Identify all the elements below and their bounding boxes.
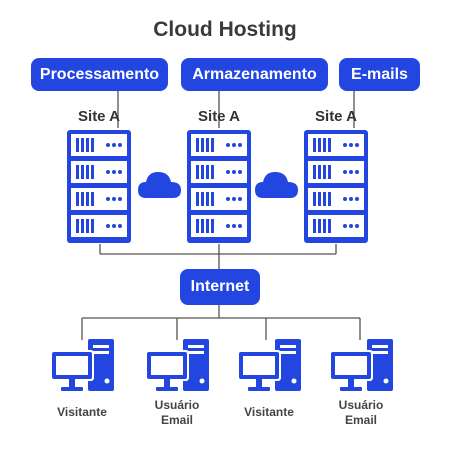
client-label-line1: Usuário <box>154 398 200 412</box>
client-label: Visitante <box>42 405 122 420</box>
connector-lines <box>81 91 361 340</box>
cloud-icon <box>255 172 298 198</box>
client-label: Usuário Email <box>137 398 217 428</box>
service-emails: E-mails <box>339 58 420 91</box>
desktop-computer-icon <box>50 339 114 391</box>
desktop-computer-icon <box>145 339 209 391</box>
client-label: Usuário Email <box>321 398 401 428</box>
client-label-line1: Visitante <box>57 405 107 419</box>
service-processamento: Processamento <box>31 58 168 91</box>
server-icon <box>67 130 131 243</box>
client-label-line2: Email <box>344 413 377 427</box>
server-icon <box>187 130 251 243</box>
server-icon <box>304 130 368 243</box>
client-label-line2: Email <box>160 413 193 427</box>
client-label-line1: Visitante <box>244 405 294 419</box>
site-label: Site A <box>198 108 240 125</box>
client-label-line1: Usuário <box>338 398 384 412</box>
diagram-title: Cloud Hosting <box>153 18 297 41</box>
desktop-computer-icon <box>237 339 301 391</box>
internet-node: Internet <box>180 269 260 305</box>
site-label: Site A <box>78 108 120 125</box>
client-label: Visitante <box>229 405 309 420</box>
desktop-computer-icon <box>329 339 393 391</box>
cloud-icon <box>138 172 181 198</box>
site-label: Site A <box>315 108 357 125</box>
service-armazenamento: Armazenamento <box>181 58 328 91</box>
